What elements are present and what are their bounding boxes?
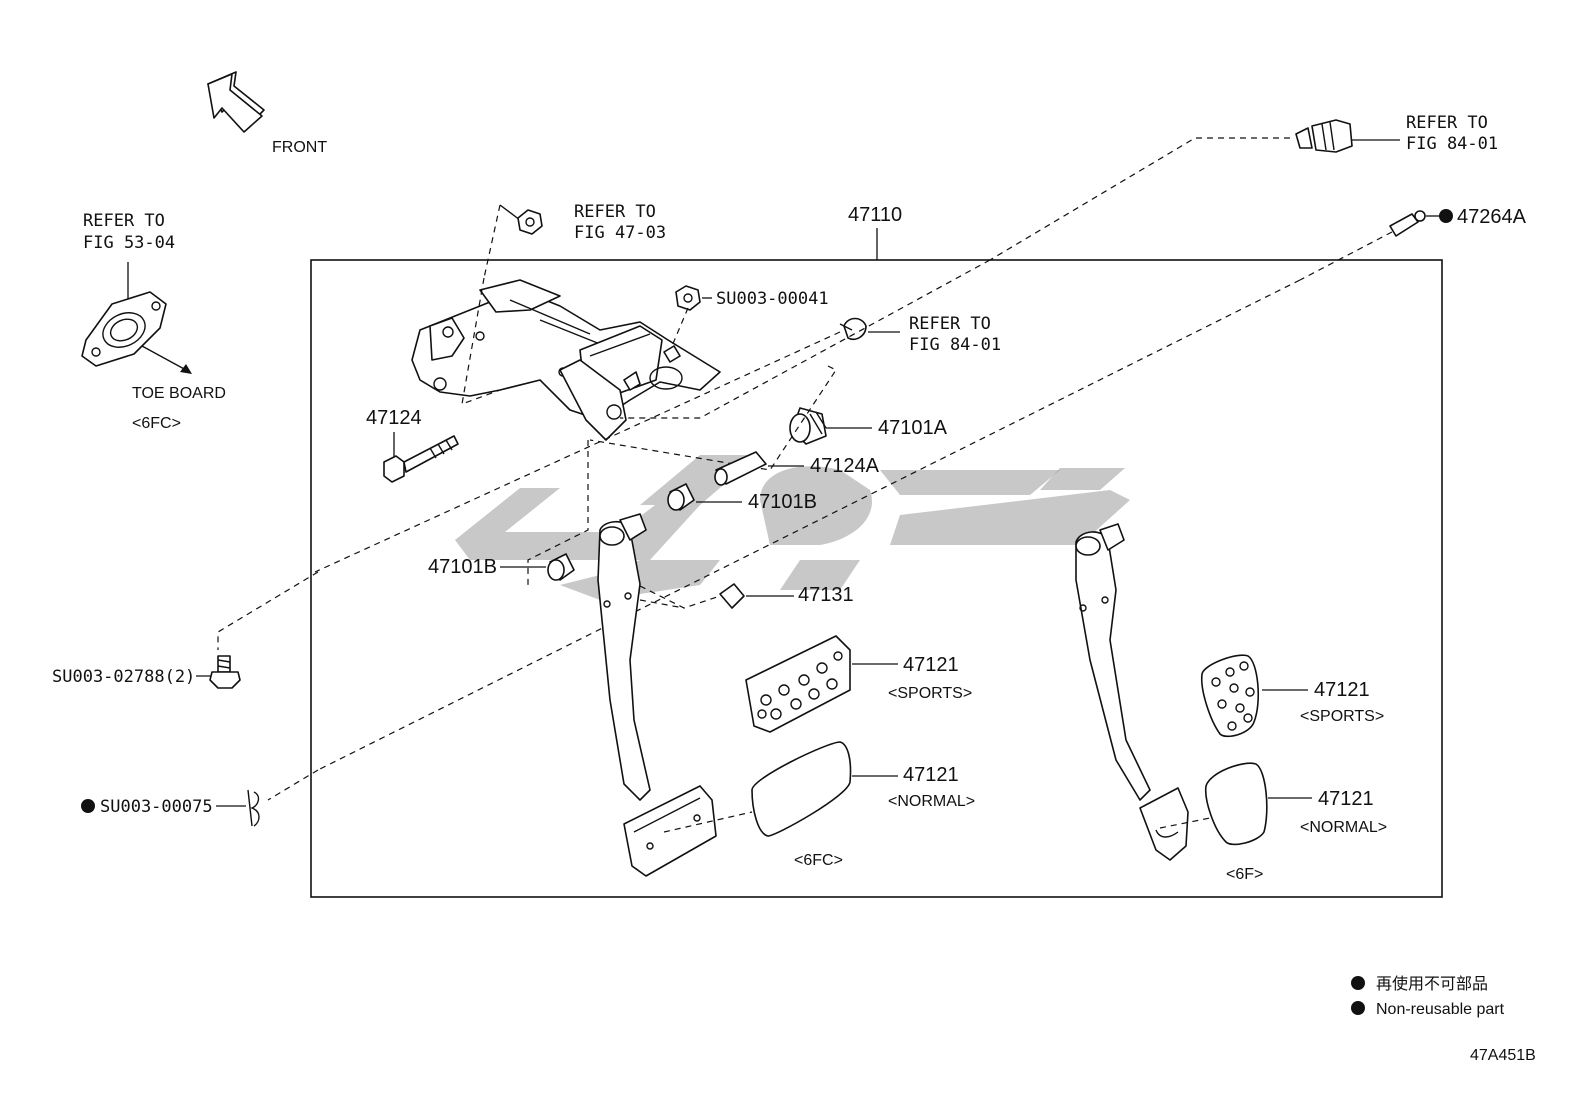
part-su003-02788: SU003-02788(2) [52, 667, 195, 687]
figure-code: 47A451B [1470, 1047, 1536, 1064]
refer-84-01-mid-line1: REFER TO [909, 314, 991, 334]
part-47101B-upper: 47101B [748, 491, 817, 513]
refer-47-03-line2: FIG 47-03 [574, 223, 666, 243]
bushing-47101B-lower [547, 553, 575, 581]
part-47121-normal-right: 47121 [1318, 788, 1374, 810]
bolt-su003-02788 [209, 655, 241, 689]
clevis-pin-47264A [1389, 210, 1426, 237]
part-47124A: 47124A [810, 455, 880, 477]
non-reusable-marker [1439, 209, 1453, 223]
pedal-arm-6fc [597, 513, 717, 877]
part-47101B-lower: 47101B [428, 556, 497, 578]
part-47124: 47124 [366, 407, 422, 429]
variant-sports-left: <SPORTS> [888, 685, 972, 702]
variant-sports-right: <SPORTS> [1300, 708, 1384, 725]
legend-dot-jp [1351, 976, 1365, 990]
front-arrow-icon [207, 71, 265, 133]
stopper-47131 [719, 583, 745, 609]
legend-dot-en [1351, 1001, 1365, 1015]
refer-53-04-line2: FIG 53-04 [83, 233, 175, 253]
toe-board-label: TOE BOARD [132, 385, 226, 402]
refer-53-04-line1: REFER TO [83, 211, 165, 231]
refer-84-01-top-line2: FIG 84-01 [1406, 134, 1498, 154]
part-47264A: 47264A [1457, 206, 1527, 228]
refer-84-01-top-line1: REFER TO [1406, 113, 1488, 133]
bushing-47101A [789, 407, 827, 445]
part-47131: 47131 [798, 584, 854, 606]
toe-board-variant: <6FC> [132, 415, 181, 432]
pedal-pad-normal-left [751, 741, 852, 837]
part-47121-sports-left: 47121 [903, 654, 959, 676]
bolt-47124 [383, 435, 459, 483]
front-label: FRONT [272, 139, 327, 156]
variant-normal-right: <NORMAL> [1300, 819, 1387, 836]
pedal-pad-sports-right [1200, 654, 1260, 738]
assembly-number: 47110 [848, 204, 902, 226]
bushing-47101B-upper [667, 483, 695, 511]
part-su003-00041: SU003-00041 [716, 289, 829, 309]
part-47101A: 47101A [878, 417, 948, 439]
pedal-pad-normal-right [1204, 762, 1268, 846]
pedal-pad-sports-left [745, 635, 851, 733]
pedal-arm-6f [1075, 523, 1189, 861]
pedal-bracket [411, 279, 721, 441]
part-su003-00075: SU003-00075 [100, 797, 213, 817]
clip-84-01 [839, 317, 867, 341]
part-47121-normal-left: 47121 [903, 764, 959, 786]
refer-84-01-mid-line2: FIG 84-01 [909, 335, 1001, 355]
legend-jp: 再使用不可部品 [1376, 975, 1488, 993]
nut-su003-00041 [675, 285, 701, 311]
variant-group-6f: <6F> [1226, 866, 1263, 883]
refer-47-03-line1: REFER TO [574, 202, 656, 222]
non-reusable-marker [81, 799, 95, 813]
part-47121-sports-right: 47121 [1314, 679, 1370, 701]
collar-47124A [714, 451, 767, 486]
nut-47-03 [517, 209, 543, 235]
legend-en: Non-reusable part [1376, 1001, 1505, 1018]
variant-group-6fc: <6FC> [794, 852, 843, 869]
spring-pin-su003-00075 [247, 789, 260, 827]
toe-board-plate [81, 291, 167, 367]
variant-normal-left: <NORMAL> [888, 793, 975, 810]
stop-lamp-switch [1295, 119, 1353, 153]
